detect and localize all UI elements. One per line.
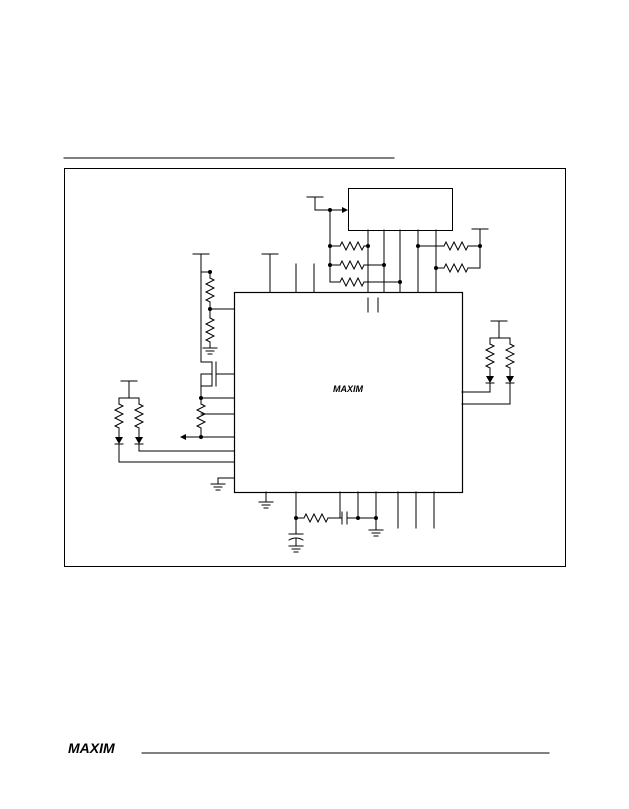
pullup-resistor-ladder-left [328,209,402,288]
module-to-ic-lines [367,229,438,293]
led-pair-right [461,320,516,405]
bottom-rc-network [288,491,384,553]
ic-ground-left [210,477,235,491]
figure-frame [64,168,566,567]
pullup-resistor-pair-right [417,228,489,274]
top-capacitor [367,297,379,313]
feedback-resistor [180,397,235,440]
top-module-body [348,188,453,231]
ic-bottom-open-pins [397,491,435,529]
footer-logo: MAXIM [68,740,115,756]
ic-ground-bottom [258,491,274,509]
voltage-divider-left [192,253,235,363]
ic-logo: MAXIM [333,384,364,394]
led-pair-left [113,380,235,463]
mosfet [199,361,235,400]
module-supply [306,196,348,213]
ic-supply-pins-top [261,253,315,293]
